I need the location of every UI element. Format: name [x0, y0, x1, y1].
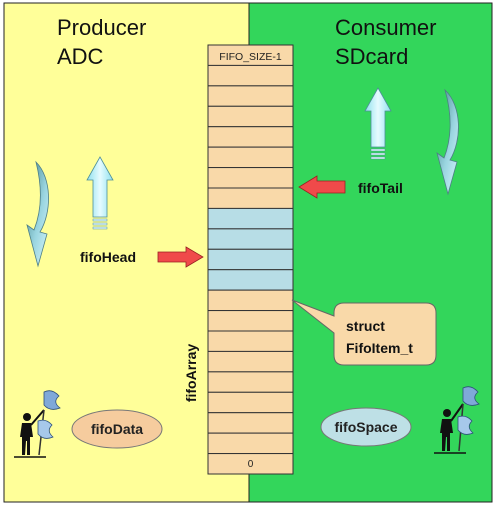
fifo-slot-empty [207, 85, 294, 107]
fifo-data-label: fifoData [91, 421, 143, 437]
fifo-bottom-slot-label: 0 [248, 459, 254, 470]
callout-line2: FifoItem_t [346, 340, 413, 356]
fifo-array-label: fifoArray [183, 344, 199, 403]
producer-title-line2: ADC [57, 44, 104, 69]
fifo-slot-empty [207, 391, 294, 414]
fifo-slot-empty [207, 146, 294, 169]
producer-up-arrow-icon [86, 156, 114, 230]
fifo-slot-filled [207, 269, 294, 291]
fifo-slot-empty [207, 350, 294, 373]
fifo-slot-empty [207, 310, 294, 332]
producer-title-line1: Producer [57, 15, 146, 40]
fifo-slot-empty [207, 432, 294, 455]
fifo-slot-empty [207, 187, 294, 209]
fifo-head-arrow-icon [157, 246, 204, 268]
fifo-head-label: fifoHead [80, 249, 136, 265]
producer-flag-person-icon [14, 390, 61, 458]
fifo-slot-empty [207, 126, 294, 148]
fifo-tail-arrow-icon [298, 175, 346, 199]
consumer-title-line2: SDcard [335, 44, 408, 69]
consumer-up-arrow-icon [364, 87, 392, 160]
fifo-slot-empty [207, 453, 294, 475]
fifo-tail-label: fifoTail [358, 180, 403, 196]
consumer-curved-arrow-icon [436, 88, 459, 196]
fifo-slot-empty [207, 167, 294, 189]
fifo-space-bubble [320, 407, 412, 447]
consumer-title-line1: Consumer [335, 15, 436, 40]
fifo-slot-empty [207, 371, 294, 393]
fifo-slot-empty [207, 105, 294, 128]
fifo-slot-empty [207, 64, 294, 87]
fifo-slot-empty [207, 289, 294, 312]
fifo-slot-filled [207, 207, 294, 230]
struct-callout [291, 299, 437, 366]
fifo-space-label: fifoSpace [334, 419, 397, 435]
fifo-slot-empty [207, 412, 294, 434]
fifo-slot-filled [207, 248, 294, 271]
fifo-data-bubble [71, 409, 163, 449]
producer-curved-arrow-icon [26, 160, 49, 268]
consumer-flag-person-icon [434, 386, 480, 454]
fifo-slot-filled [207, 228, 294, 250]
fifo-top-slot-label: FIFO_SIZE-1 [219, 51, 282, 63]
fifo-slot-empty [207, 330, 294, 352]
fifo-slots [207, 44, 294, 475]
callout-line1: struct [346, 318, 385, 334]
